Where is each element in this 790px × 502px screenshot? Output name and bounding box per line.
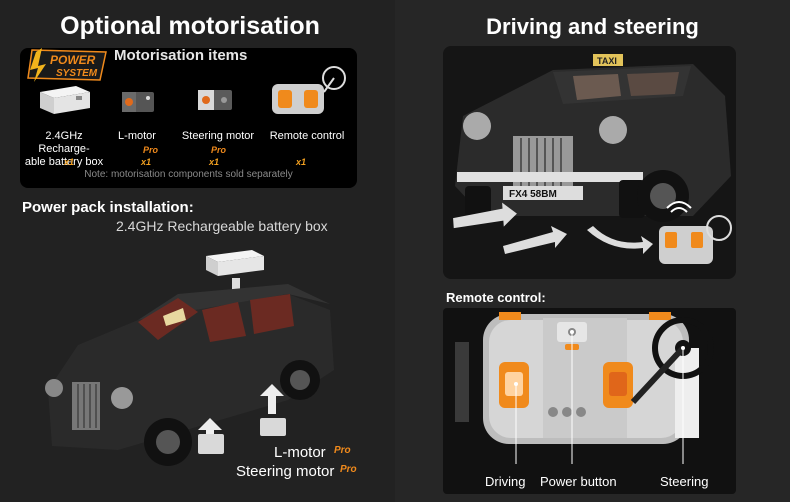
item-label-remote-control: Remote control: [269, 130, 345, 142]
rc-label-power-button: Power button: [540, 474, 617, 489]
l-motor-callout-pro: Pro: [334, 445, 351, 456]
item-label-battery-line2: able battery box: [24, 156, 104, 168]
remote-control-icon: [272, 66, 346, 114]
l-motor-callout: L-motor: [274, 444, 326, 461]
steering-motor-callout: Steering motor: [236, 463, 334, 480]
right-title: Driving and steering: [486, 14, 699, 39]
steering-motor-icon: [198, 90, 232, 110]
l-motor-icon: [122, 92, 154, 112]
logo-line2: SYSTEM: [56, 68, 98, 79]
qty-remote-control: x1: [296, 157, 307, 167]
item-label-battery: 2.4GHz Recharge- able battery box: [20, 130, 108, 169]
qty-l-motor: x1: [141, 157, 152, 167]
steering-motor-pro-badge: Pro: [211, 145, 227, 155]
taxi-car-illustration-left: [45, 250, 334, 466]
left-title: Optional motorisation: [60, 12, 320, 40]
taxi-car-illustration-right: TAXI FX4 58BM: [453, 54, 732, 264]
logo-line1: POWER: [50, 53, 96, 67]
motorisation-title: Motorisation items: [114, 47, 248, 64]
qty-battery: x1: [64, 157, 75, 167]
taxi-sign-text: TAXI: [597, 56, 617, 66]
battery-box-icon: [40, 86, 90, 114]
power-system-logo: POWER SYSTEM: [27, 48, 107, 82]
qty-steering-motor: x1: [209, 157, 220, 167]
item-label-steering-motor: Steering motor: [181, 130, 255, 142]
rc-label-steering: Steering: [660, 474, 709, 489]
steering-motor-callout-label: Steering motor: [236, 463, 335, 480]
remote-control-illustration: [455, 312, 714, 464]
rc-label-driving: Driving: [485, 474, 526, 489]
motorisation-note: Note: motorisation components sold separ…: [84, 169, 293, 180]
l-motor-callout-label: L-motor: [274, 444, 326, 461]
license-plate: FX4 58BM: [509, 189, 557, 200]
l-motor-pro-badge: Pro: [143, 145, 159, 155]
power-pack-subtitle: 2.4GHz Rechargeable battery box: [116, 218, 328, 234]
item-label-l-motor: L-motor: [118, 130, 156, 142]
steering-motor-callout-pro: Pro: [340, 464, 357, 475]
item-label-battery-line1: 2.4GHz Recharge-: [38, 130, 90, 155]
remote-control-heading: Remote control:: [446, 290, 546, 305]
power-pack-heading: Power pack installation:: [22, 199, 194, 216]
